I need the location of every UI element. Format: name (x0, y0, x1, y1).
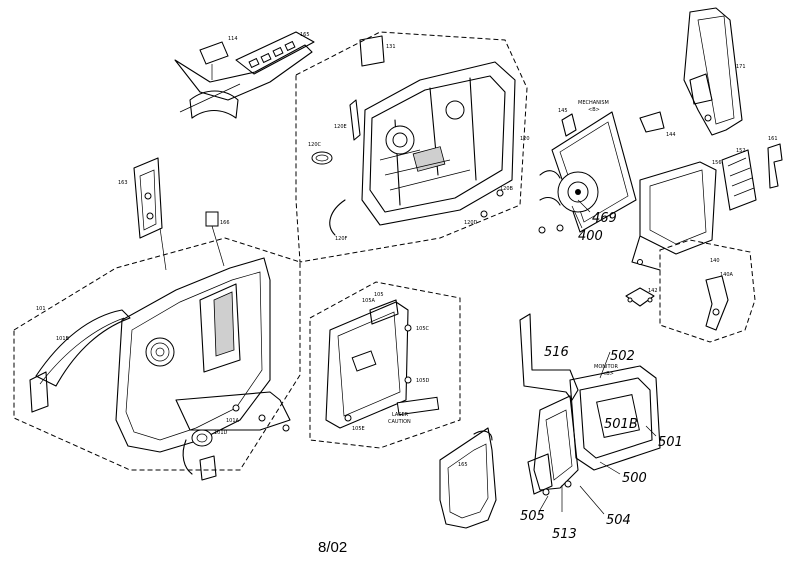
label-101b: 101B (56, 336, 70, 342)
part-101-front-housing: 101A 101D (115, 257, 291, 481)
label-120e: 120E (334, 124, 347, 130)
label-105d: 105D (416, 378, 430, 384)
label-105: 105 (374, 292, 384, 298)
part-163-grip-insert: 163 (118, 157, 163, 239)
callout-501: 501 (658, 435, 683, 450)
label-166: 166 (220, 220, 230, 226)
label-145: 145 (558, 108, 568, 114)
label-131: 131 (386, 44, 396, 50)
label-140: 140 (710, 258, 720, 264)
part-165-lower-grip: 165 (439, 427, 497, 529)
part-114-sticker: 114 (199, 36, 238, 80)
part-166-plate: 166 (205, 211, 230, 227)
label-165: 165 (300, 32, 310, 38)
label-105c: 105C (416, 326, 430, 332)
callout-469: 469 (592, 211, 617, 226)
callout-513: 513 (552, 527, 577, 542)
callout-505: 505 (520, 509, 545, 524)
mechanism-sub-label: <B> (588, 107, 600, 113)
label-165b: 165 (458, 462, 468, 468)
label-105a: 105A (362, 298, 376, 304)
group-outline-front-housing (13, 237, 301, 471)
label-101d: 101D (214, 430, 228, 436)
date-code: 8/02 (318, 539, 347, 556)
monitor-label: MONITOR (594, 364, 618, 370)
label-120d: 120D (464, 220, 478, 226)
mechanism-label: MECHANISM (578, 100, 609, 106)
monitor-assembly: MONITOR <B> 502 501B 501 500 505 504 513 (520, 349, 683, 542)
callout-500: 500 (622, 471, 647, 486)
callout-501b: 501B (604, 417, 638, 432)
label-152: 152 (736, 148, 746, 154)
label-144: 144 (666, 132, 676, 138)
label-101a: 101A (226, 418, 240, 424)
label-140a: 140A (720, 272, 734, 278)
label-101: 101 (36, 306, 46, 312)
group-outline-laser-cover (309, 281, 461, 449)
part-156-shield: 156 (631, 160, 722, 271)
part-165-top-panel: 165 (174, 31, 315, 119)
label-171: 171 (736, 64, 746, 70)
label-114: 114 (228, 36, 238, 42)
leader-lines (159, 199, 657, 515)
laser-caution-line1: LASER (392, 412, 409, 418)
part-140-monitor-bracket: 140 140A (705, 258, 734, 331)
part-101b-hand-strap: 101 101B (29, 306, 131, 413)
group-outline-mechanism-chassis (295, 31, 528, 263)
laser-caution-line2: CAUTION (388, 419, 411, 425)
label-120: 120 (520, 136, 530, 142)
part-105-side-cover: 105 105A 105C 105D 105E LASER CAUTION (325, 292, 440, 432)
part-171-side-frame: 171 (683, 7, 746, 136)
label-120c: 120C (308, 142, 322, 148)
part-142-clip: 142 (625, 287, 658, 307)
callout-516: 516 (544, 345, 569, 360)
callout-400: 400 (578, 229, 603, 244)
group-outline-monitor-bracket (659, 239, 756, 343)
part-152-panel: 152 (721, 148, 757, 211)
label-105e: 105E (352, 426, 365, 432)
label-120f: 120F (335, 236, 348, 242)
mechanism-assembly: MECHANISM <B> 145 144 469 400 (538, 100, 676, 244)
callout-504: 504 (606, 513, 631, 528)
monitor-sub-label: <B> (602, 371, 614, 377)
label-161: 161 (768, 136, 778, 142)
part-161-bracket: 161 (767, 136, 783, 189)
callout-502: 502 (610, 349, 635, 364)
label-156: 156 (712, 160, 722, 166)
label-120b: 120B (500, 186, 514, 192)
part-516-flex-cable: 516 (519, 313, 579, 401)
label-142: 142 (648, 288, 658, 294)
part-120-chassis: 131 120E 120 120F 120C 120D 120B (308, 35, 530, 242)
label-163: 163 (118, 180, 128, 186)
